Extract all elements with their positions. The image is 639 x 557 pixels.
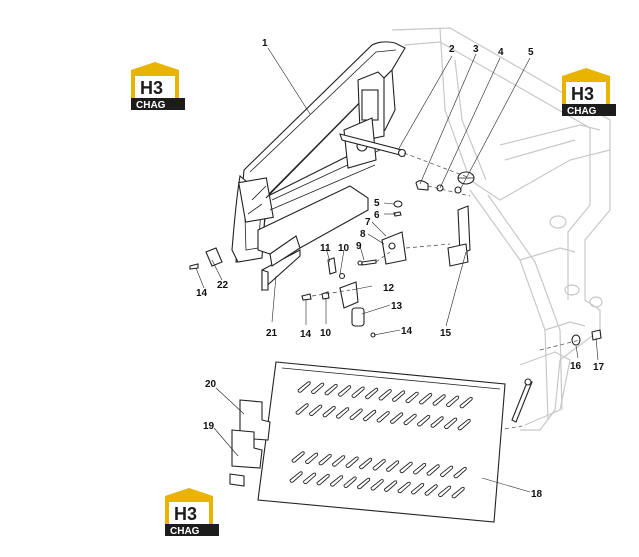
vent-slot [444, 417, 458, 429]
leader-lines [195, 47, 599, 493]
vent-slot [297, 381, 311, 393]
hardware [189, 152, 602, 431]
vent-slot [345, 456, 359, 468]
brand-logo-top-left: H3 CHAG [131, 62, 185, 111]
callout-20: 20 [205, 379, 217, 390]
logo-letters: H3 [571, 84, 594, 104]
vent-slot [430, 416, 444, 428]
vent-slot [305, 452, 319, 464]
vent-slot [318, 453, 332, 466]
engine-hood [231, 41, 406, 263]
vent-slot [440, 465, 454, 477]
callout-17: 17 [593, 362, 605, 373]
vent-slot [390, 412, 404, 424]
vent-slot [451, 486, 465, 499]
brand-logo-top-right: H3 CHAG [562, 68, 616, 117]
vent-slot [338, 385, 352, 397]
vent-slot [403, 413, 417, 426]
callout-5-washer: 5 [374, 198, 380, 209]
vent-slot [322, 405, 336, 418]
callout-22: 22 [217, 280, 229, 291]
vent-slot [459, 396, 473, 409]
vent-slot [392, 390, 406, 402]
vent-slot [413, 463, 427, 475]
callout-21: 21 [266, 328, 278, 339]
vent-slot [384, 480, 398, 492]
vent-slot [426, 464, 440, 476]
logo-word: CHAG [170, 526, 200, 537]
vent-slot [289, 471, 303, 483]
vent-slot [330, 475, 344, 487]
vent-slot [386, 460, 400, 472]
callout-15: 15 [440, 328, 452, 339]
callout-12: 12 [383, 283, 395, 294]
vent-slot [359, 457, 373, 470]
callout-10-upper: 10 [338, 243, 350, 254]
callout-9: 9 [356, 241, 362, 252]
callout-7: 7 [365, 217, 371, 228]
gas-strut [339, 133, 407, 158]
vent-slot [397, 481, 411, 494]
callout-5-strut: 5 [528, 47, 534, 58]
callout-19: 19 [203, 421, 215, 432]
side-panel-21 [257, 185, 369, 292]
callout-4: 4 [498, 47, 504, 58]
logo-letters: H3 [174, 504, 197, 524]
callout-14-middle: 14 [300, 329, 312, 340]
vent-slot [357, 477, 371, 490]
callout-labels: 1 2 3 4 5 5 6 7 8 9 10 10 11 12 13 14 14… [196, 38, 605, 500]
vent-slot [324, 383, 338, 396]
logo-word: CHAG [136, 100, 166, 111]
callout-11: 11 [320, 243, 331, 254]
callout-1: 1 [262, 38, 268, 49]
vent-slot [417, 415, 431, 427]
vent-slot [303, 472, 317, 484]
callout-14-right: 14 [401, 326, 413, 337]
vent-slot [370, 479, 384, 491]
vent-slot [419, 393, 433, 405]
vent-slot [372, 459, 386, 471]
vent-slot [291, 451, 305, 463]
vent-slot [446, 395, 460, 407]
hinge-plates [229, 399, 271, 487]
vent-slot [332, 455, 346, 467]
vent-slot [363, 409, 377, 422]
vent-slot [411, 483, 425, 495]
vent-slot [378, 389, 392, 401]
vent-slot [316, 473, 330, 486]
callout-6: 6 [374, 210, 380, 221]
vent-slot [453, 466, 467, 479]
vent-slot [351, 386, 365, 398]
callout-2: 2 [449, 44, 455, 55]
vent-slot [343, 476, 357, 488]
callout-13: 13 [391, 301, 403, 312]
vent-slot [349, 408, 363, 420]
vent-slot [311, 382, 325, 394]
brand-logo-bottom-left: H3 CHAG [165, 488, 219, 537]
callout-3: 3 [473, 44, 479, 55]
vent-slot [336, 407, 350, 419]
callout-10-lower: 10 [320, 328, 332, 339]
callout-8: 8 [360, 229, 366, 240]
vent-slot [376, 411, 390, 423]
vent-slot [457, 418, 471, 431]
machine-frame [391, 27, 611, 431]
vent-slot [405, 391, 419, 404]
vent-slot [424, 484, 438, 496]
vent-slot [365, 387, 379, 400]
callout-18: 18 [531, 489, 543, 500]
vent-slot [399, 461, 413, 474]
vent-slot [309, 404, 323, 416]
logo-letters: H3 [140, 78, 163, 98]
vent-slot [432, 394, 446, 406]
vent-slot [295, 403, 309, 415]
logo-word: CHAG [567, 106, 597, 117]
vent-slot [438, 485, 452, 497]
vented-grille-panel [257, 361, 506, 523]
callout-14-left: 14 [196, 288, 208, 299]
callout-16: 16 [570, 361, 582, 372]
